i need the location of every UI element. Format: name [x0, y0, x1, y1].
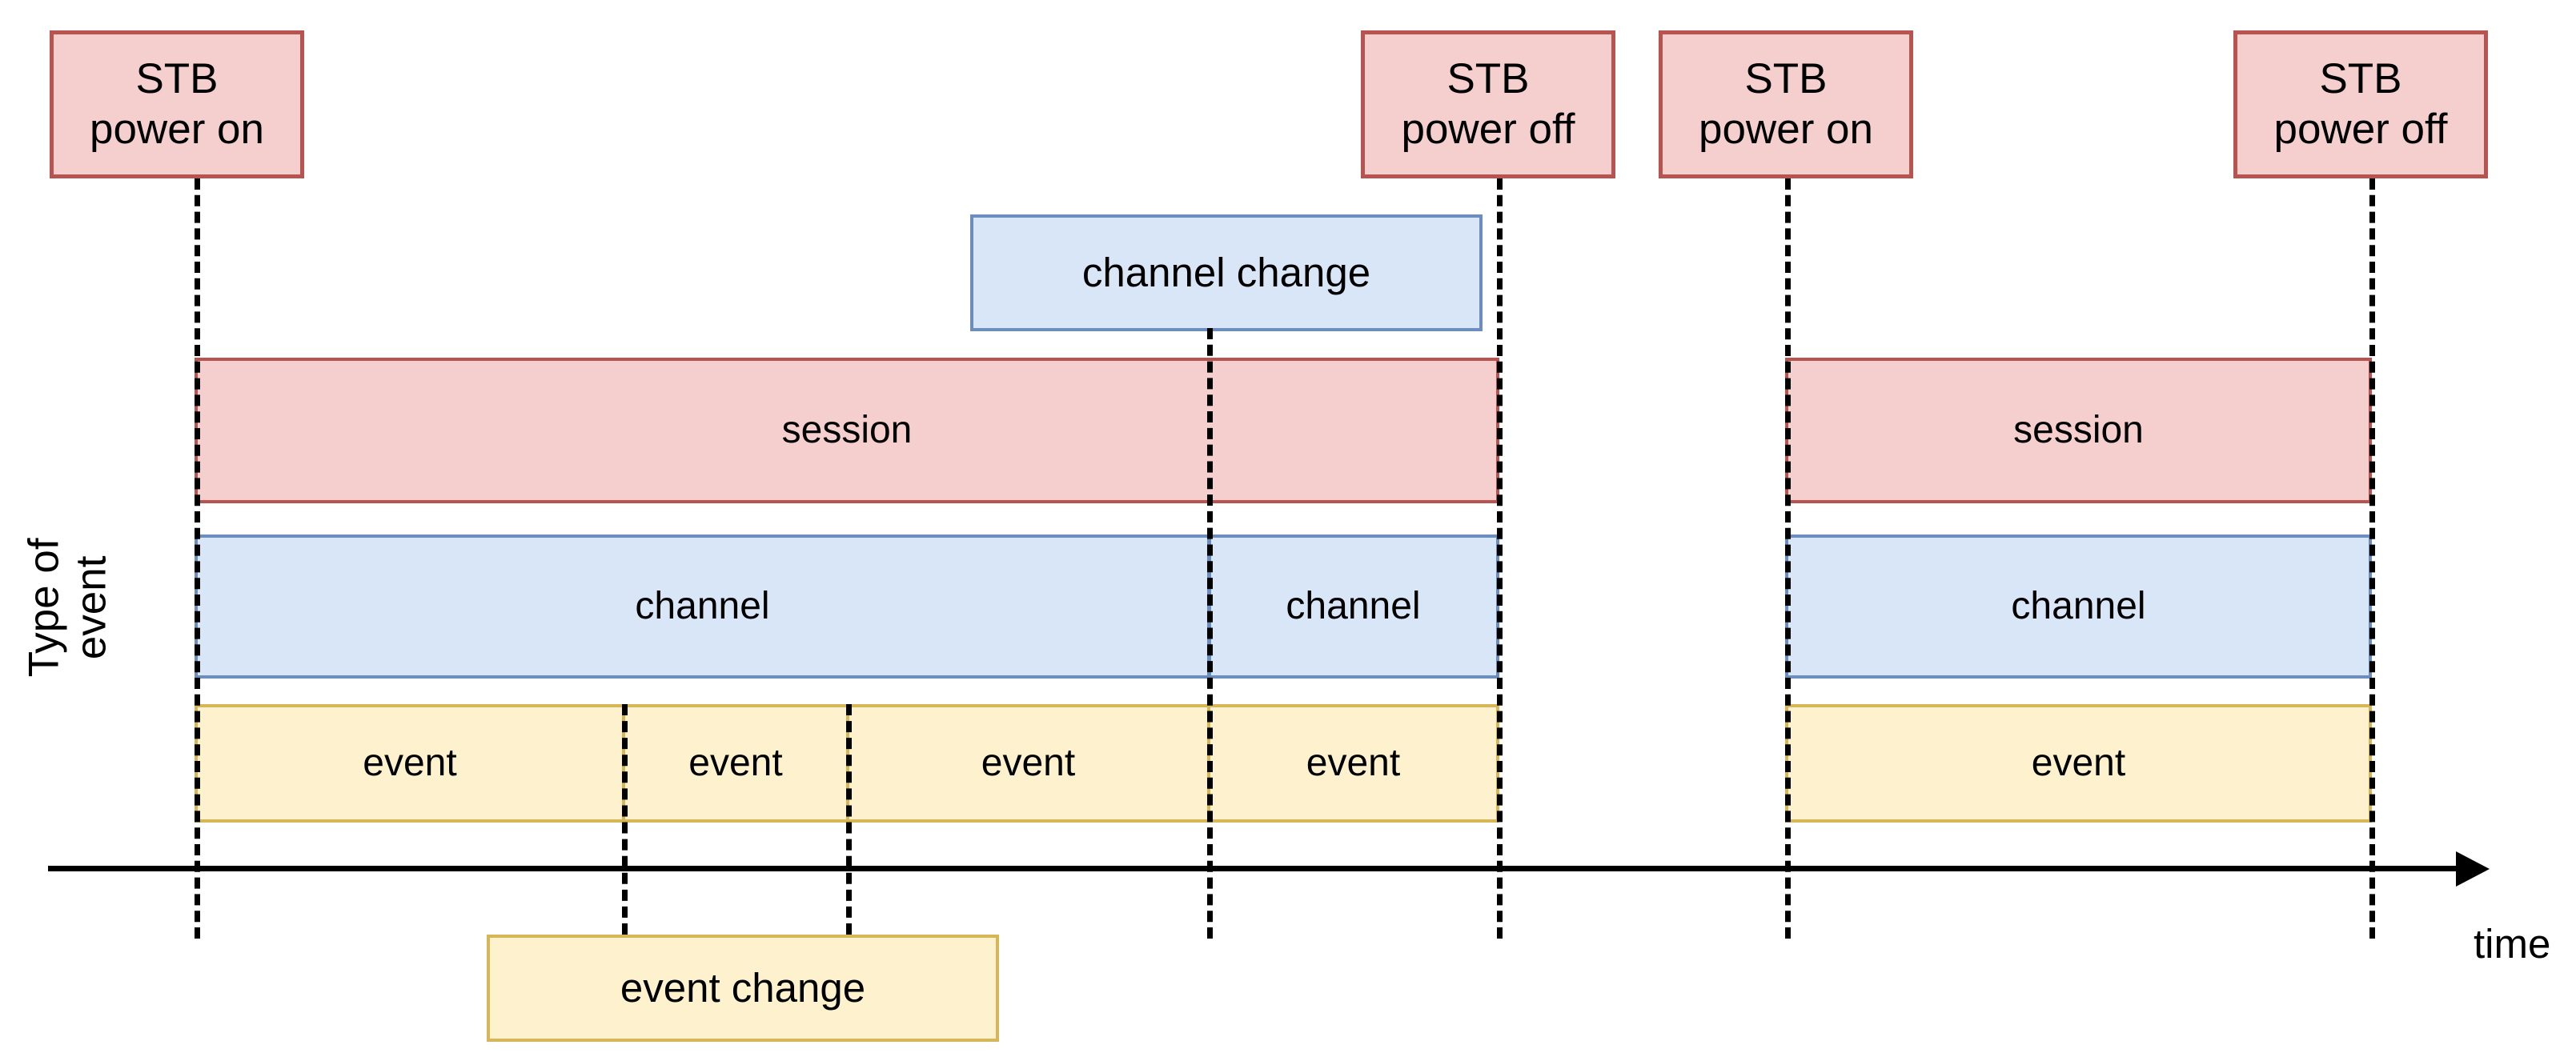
- channel-block-2-label: channel: [1286, 584, 1421, 627]
- session-block-2: session: [1785, 358, 2372, 503]
- event-block-2: event: [622, 704, 849, 823]
- stb-power-off-2-box: STB power off: [2233, 30, 2488, 178]
- time-axis-label: time: [2474, 921, 2551, 967]
- event-block-4-label: event: [1306, 741, 1401, 784]
- marker-line-stb-power-off-1: [1497, 178, 1503, 939]
- session-block-2-label: session: [2013, 408, 2144, 451]
- channel-block-1: channel: [195, 535, 1210, 679]
- channel-change-callout-box: channel change: [970, 214, 1483, 331]
- channel-block-1-label: channel: [635, 584, 770, 627]
- stb-power-off-1-label: STB power off: [1401, 54, 1575, 153]
- event-change-callout-box: event change: [487, 935, 999, 1042]
- channel-block-2: channel: [1207, 535, 1499, 679]
- marker-line-event-change-a: [622, 704, 628, 935]
- y-axis-title: Type of event: [20, 538, 115, 678]
- channel-change-callout-label: channel change: [1081, 249, 1371, 295]
- time-axis-arrowhead: [2456, 851, 2490, 887]
- marker-line-channel-change: [1207, 328, 1213, 939]
- event-block-1-label: event: [363, 741, 457, 784]
- channel-block-3: channel: [1785, 535, 2372, 679]
- stb-power-off-2-label: STB power off: [2273, 54, 2448, 153]
- session-block-1: session: [195, 358, 1499, 503]
- event-block-5-label: event: [2031, 741, 2126, 784]
- event-block-1: event: [195, 704, 625, 823]
- event-change-callout-label: event change: [620, 964, 866, 1011]
- marker-line-stb-power-on-1: [195, 178, 200, 939]
- stb-power-on-1-box: STB power on: [50, 30, 304, 178]
- marker-line-stb-power-on-2: [1785, 178, 1791, 939]
- event-block-3: event: [846, 704, 1210, 823]
- event-block-3-label: event: [981, 741, 1076, 784]
- stb-power-on-2-label: STB power on: [1698, 54, 1874, 153]
- channel-block-3-label: channel: [2011, 584, 2146, 627]
- marker-line-stb-power-off-2: [2369, 178, 2375, 939]
- stb-power-on-1-label: STB power on: [89, 54, 265, 153]
- stb-power-on-2-box: STB power on: [1659, 30, 1913, 178]
- session-block-1-label: session: [781, 408, 913, 451]
- stb-power-off-1-box: STB power off: [1361, 30, 1615, 178]
- event-block-2-label: event: [688, 741, 783, 784]
- time-axis-line: [48, 866, 2458, 871]
- event-block-4: event: [1207, 704, 1499, 823]
- event-block-5: event: [1785, 704, 2372, 823]
- marker-line-event-change-b: [846, 704, 852, 935]
